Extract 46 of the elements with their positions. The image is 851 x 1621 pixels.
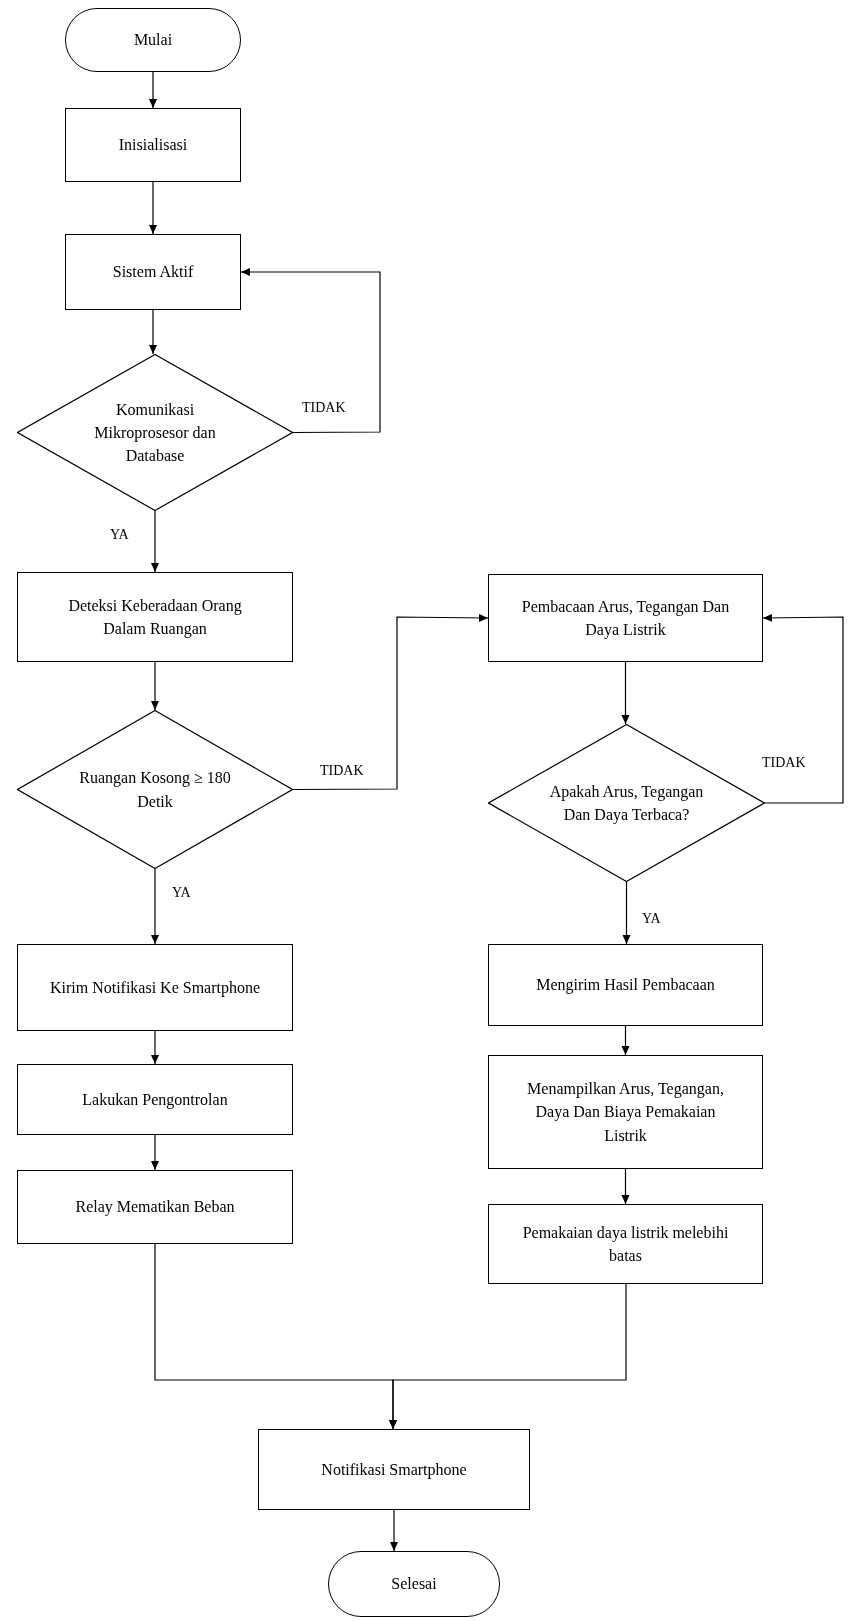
arrow <box>621 1168 630 1205</box>
process-box <box>65 108 241 182</box>
process-box <box>17 1064 293 1135</box>
node-text: Notifikasi Smartphone <box>321 1459 467 1481</box>
node-text: Mulai <box>133 30 173 51</box>
node-text: Apakah Arus, Tegangan Dan Daya Terbaca? <box>548 781 705 826</box>
node-text: Ruangan Kosong ≥ 180 Detik <box>78 768 232 812</box>
decision-diamond <box>17 354 293 511</box>
process-box <box>17 1170 293 1244</box>
process-box <box>488 1055 763 1169</box>
node-text: Selesai <box>391 1574 437 1595</box>
process-box <box>488 944 763 1026</box>
process-box <box>17 572 293 662</box>
arrow <box>151 868 159 945</box>
process-box <box>258 1429 530 1510</box>
node-text: Menampilkan Arus, Tegangan, Daya Dan Biaya Pemakaian Listrik <box>526 1079 725 1146</box>
node-text: Mengirim Hasil Pembacaan <box>536 975 715 996</box>
arrow <box>151 661 159 711</box>
arrow <box>292 613 489 791</box>
arrow <box>390 1509 398 1552</box>
process-box <box>488 574 763 662</box>
process-box <box>488 1204 763 1284</box>
node-text: Relay Mematikan Beban <box>75 1197 235 1218</box>
decision-diamond <box>17 710 293 869</box>
arrow <box>151 510 159 573</box>
node-text: Pembacaan Arus, Tegangan Dan Daya Listrik <box>520 596 731 641</box>
node-text: Deteksi Keberadaan Orang Dalam Ruangan <box>67 595 243 640</box>
arrow <box>149 309 157 355</box>
node-text: Lakukan Pengontrolan <box>82 1089 228 1111</box>
node-text: Sistem Aktif <box>112 262 194 283</box>
arrow <box>149 181 157 235</box>
process-box <box>17 944 293 1031</box>
arrow <box>621 1025 630 1056</box>
arrow <box>149 71 157 109</box>
node-text: Komunikasi Mikroprosesor dan Database <box>93 399 217 467</box>
node-text: Inisialisasi <box>118 135 188 156</box>
arrow <box>240 268 381 434</box>
arrow <box>762 613 844 804</box>
node-text: Kirim Notifikasi Ke Smartphone <box>49 977 261 999</box>
process-box <box>65 234 241 310</box>
arrow <box>389 1283 627 1430</box>
arrow <box>151 1134 159 1171</box>
arrow <box>622 881 631 945</box>
arrow <box>621 661 630 725</box>
node-text: Pemakaian daya listrik melebihi batas <box>521 1222 730 1266</box>
arrow <box>151 1030 159 1065</box>
